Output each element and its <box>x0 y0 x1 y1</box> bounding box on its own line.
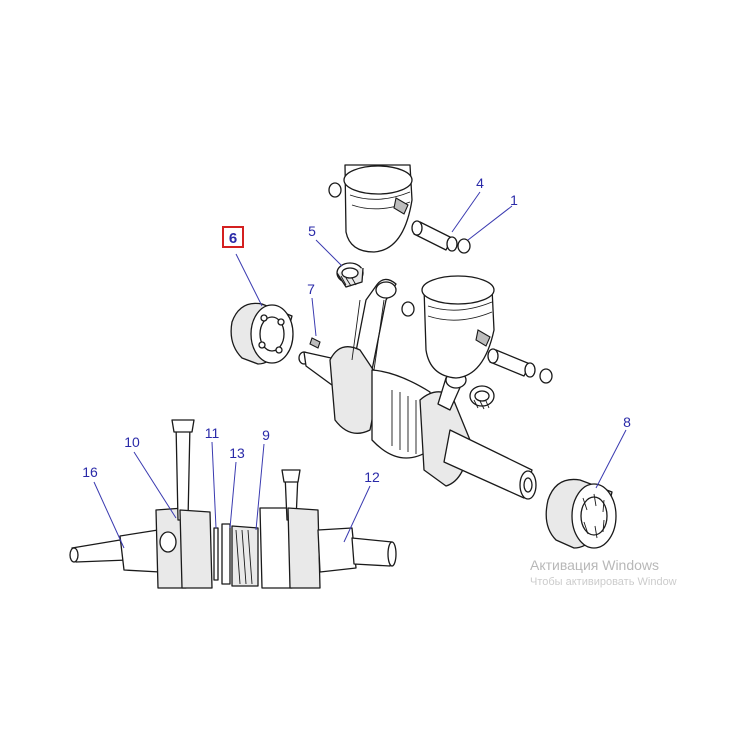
leader-4 <box>451 191 481 233</box>
crankshaft-side-view[interactable] <box>69 419 397 589</box>
callout-6[interactable]: 6 <box>229 230 237 247</box>
callout-5[interactable]: 5 <box>308 223 316 239</box>
callout-8[interactable]: 8 <box>623 414 631 430</box>
callout-11[interactable]: 11 <box>205 425 220 441</box>
leader-9 <box>255 443 265 531</box>
leader-7 <box>311 297 317 337</box>
ball-bearing-6[interactable] <box>230 302 294 365</box>
roller-bearing-8[interactable] <box>545 478 617 549</box>
piston-pin-lower[interactable] <box>487 348 536 378</box>
piston-pin-upper[interactable] <box>411 220 458 252</box>
callout-4[interactable]: 4 <box>476 175 484 191</box>
callout-1[interactable]: 1 <box>510 192 518 208</box>
key-7[interactable] <box>309 337 321 349</box>
callout-12[interactable]: 12 <box>364 469 380 485</box>
leader-6 <box>235 253 263 307</box>
callout-7[interactable]: 7 <box>307 281 315 297</box>
leader-5 <box>315 239 343 267</box>
watermark-line-2: Чтобы активировать Window <box>530 576 677 588</box>
leader-8 <box>595 429 627 489</box>
piston-upper[interactable] <box>343 164 413 253</box>
needle-bearing-upper[interactable] <box>336 262 364 288</box>
needle-bearing-lower[interactable] <box>469 385 495 410</box>
circlip-lower-left[interactable] <box>401 301 415 317</box>
leader-1 <box>467 205 513 241</box>
circlip-upper-left[interactable] <box>328 182 342 198</box>
piston-lower[interactable] <box>421 275 495 379</box>
watermark-line-1: Активация Windows <box>530 557 659 573</box>
circlip-upper-right[interactable] <box>457 238 471 254</box>
circlip-lower-right[interactable] <box>539 368 553 384</box>
leader-16 <box>93 481 125 549</box>
callout-16[interactable]: 16 <box>82 464 98 480</box>
leader-13 <box>229 461 237 529</box>
callout-13[interactable]: 13 <box>229 445 245 461</box>
leader-11 <box>211 441 217 529</box>
leader-12 <box>343 485 371 543</box>
callout-10[interactable]: 10 <box>124 434 140 450</box>
selected-callout-box <box>222 226 244 248</box>
crankshaft-assembly[interactable] <box>298 278 537 500</box>
callout-9[interactable]: 9 <box>262 427 270 443</box>
leader-10 <box>133 451 177 519</box>
